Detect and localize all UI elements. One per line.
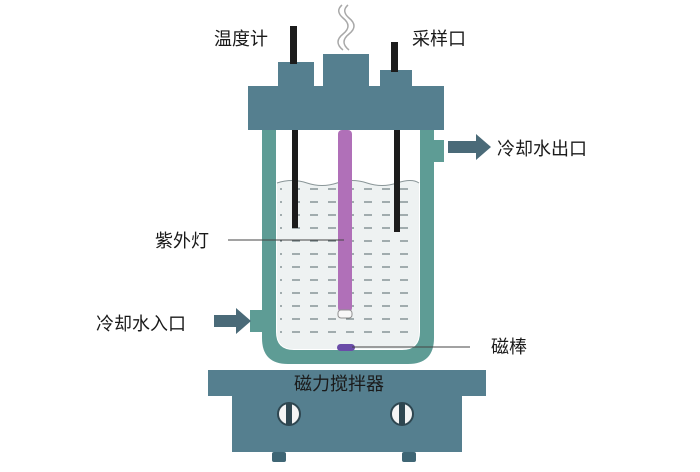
thermometer-rod — [292, 130, 298, 228]
vessel-lid — [248, 4, 444, 130]
coolant-outlet-arrow — [448, 134, 491, 160]
label-magnetic-stirrer: 磁力搅拌器 — [294, 374, 384, 395]
lid-body — [248, 86, 444, 130]
magnetic-stirrer — [208, 370, 486, 462]
lid-boss-right — [380, 70, 412, 88]
stirrer-knob-left[interactable] — [277, 402, 301, 426]
label-uv-lamp: 紫外灯 — [155, 231, 209, 252]
gas-wisp — [337, 4, 355, 51]
label-sampling-port: 采样口 — [412, 29, 466, 50]
label-coolant-outlet: 冷却水出口 — [497, 139, 587, 160]
lid-boss-center — [323, 54, 369, 88]
sampling-tube-top — [391, 42, 398, 72]
stirrer-foot-left — [272, 452, 286, 462]
uv-lamp — [338, 130, 352, 312]
stir-bar — [337, 344, 355, 351]
label-thermometer: 温度计 — [214, 29, 268, 50]
stirrer-knob-right[interactable] — [390, 402, 414, 426]
coolant-inlet-arrow — [214, 308, 251, 334]
stirrer-top-plate — [208, 370, 486, 396]
thermometer-top — [290, 26, 297, 64]
uv-lamp-tip — [337, 309, 353, 319]
label-coolant-inlet: 冷却水入口 — [96, 314, 186, 335]
stirrer-body — [232, 394, 462, 452]
sampling-tube — [394, 130, 400, 232]
coolant-inlet-port — [250, 310, 264, 332]
lid-boss-left — [278, 62, 314, 88]
label-stir-bar: 磁棒 — [491, 337, 527, 358]
stirrer-foot-right — [402, 452, 416, 462]
coolant-outlet-port — [432, 140, 444, 162]
